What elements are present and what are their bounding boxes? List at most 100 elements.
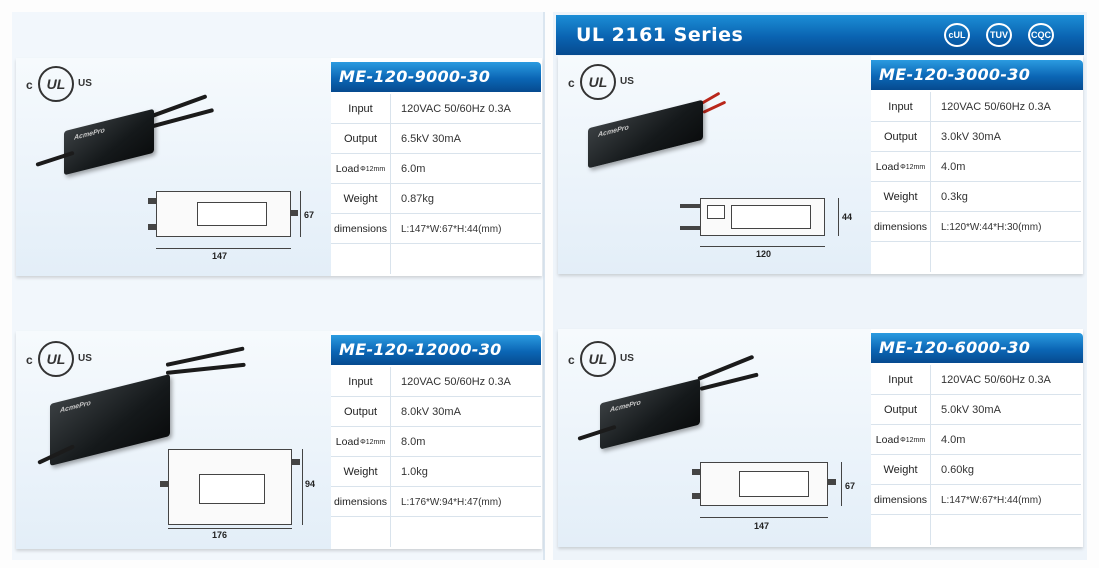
spec-value: 4.0m [941,161,966,173]
spec-row-output: Output 3.0kV 30mA [871,122,1081,152]
spec-row-input: Input 120VAC 50/60Hz 0.3A [331,367,541,397]
spec-key: Weight [871,182,931,212]
ul-circle-mark: UL [580,64,616,100]
spec-key: dimensions [871,212,931,242]
brand-label: AcmePro [598,124,629,139]
ul-us-mark: US [78,353,92,364]
spec-key: dimensions [331,214,391,244]
spec-key: Output [331,124,391,154]
spec-key: Weight [871,455,931,485]
ul-c-mark: c [568,353,575,367]
spec-key: Output [871,122,931,152]
ul-c-mark: c [568,76,575,90]
ul-circle-mark: UL [38,341,74,377]
spec-row-dimensions: dimensions L:147*W:67*H:44(mm) [871,485,1081,515]
brand-label: AcmePro [74,127,105,142]
model-header: ME-120-3000-30 [871,60,1083,90]
width-dimension-label: 67 [304,210,315,220]
product-image-area: c UL US AcmePro 176 94 [16,331,331,549]
spec-key: Input [331,94,391,124]
spec-value: 8.0kV 30mA [401,406,461,418]
product-image-area: c UL US AcmePro 147 67 [16,58,331,276]
tuv-cert-icon: TUV [986,23,1012,47]
model-title: ME-120-6000-30 [879,338,1031,357]
spec-key: Input [871,365,931,395]
ul-c-mark: c [26,353,33,367]
spec-key: dimensions [331,487,391,517]
spec-value: L:147*W:67*H:44(mm) [941,494,1042,506]
spec-value: 120VAC 50/60Hz 0.3A [401,103,511,115]
spec-value: 8.0m [401,436,426,448]
ul-us-mark: US [78,78,92,89]
spec-row-dimensions: dimensions L:176*W:94*H:47(mm) [331,487,541,517]
spec-row-input: Input 120VAC 50/60Hz 0.3A [871,365,1081,395]
product-image-area: c UL US AcmePro 120 44 [558,56,871,274]
ul-circle-mark: UL [38,66,74,102]
brand-label: AcmePro [610,399,641,414]
spec-key: Input [871,92,931,122]
spec-table: ME-120-9000-30 Input 120VAC 50/60Hz 0.3A… [331,58,541,276]
length-dimension-label: 147 [212,251,228,261]
spec-value: 1.0kg [401,466,428,478]
spec-key: dimensions [871,485,931,515]
spec-value: L:176*W:94*H:47(mm) [401,496,502,508]
length-dimension-label: 147 [754,521,770,531]
width-dimension-label: 67 [845,481,856,491]
spec-key: Weight [331,184,391,214]
spec-row-dimensions: dimensions L:120*W:44*H:30(mm) [871,212,1081,242]
spec-row-input: Input 120VAC 50/60Hz 0.3A [871,92,1081,122]
ul-circle-mark: UL [580,341,616,377]
transformer-photo: AcmePro [600,378,700,450]
transformer-photo: AcmePro [50,374,170,466]
spec-key: Output [331,397,391,427]
spec-value: 0.60kg [941,464,975,476]
spec-value: 4.0m [941,434,966,446]
model-header: ME-120-9000-30 [331,62,541,92]
spec-value: 6.0m [401,163,426,175]
product-card-4: c UL US AcmePro 147 67 ME-120-60 [558,329,1083,547]
spec-key: Weight [331,457,391,487]
spec-row-weight: Weight 1.0kg [331,457,541,487]
length-dimension-label: 176 [212,530,228,540]
ul-certification-logo: c UL US [568,341,638,379]
dimension-diagram [700,198,825,236]
model-title: ME-120-9000-30 [339,67,491,86]
spec-value: 120VAC 50/60Hz 0.3A [941,101,1051,113]
transformer-photo: AcmePro [588,99,703,169]
ul-us-mark: US [620,76,634,87]
spec-row-dimensions: dimensions L:147*W:67*H:44(mm) [331,214,541,244]
model-title: ME-120-3000-30 [879,65,1031,84]
model-header: ME-120-12000-30 [331,335,541,365]
product-card-1: c UL US AcmePro 147 67 ME-120-90 [16,58,542,276]
cqc-cert-icon: CQC [1028,23,1054,47]
brand-label: AcmePro [60,399,91,415]
spec-value: 0.87kg [401,193,435,205]
spec-row-weight: Weight 0.3kg [871,182,1081,212]
spec-key: Output [871,395,931,425]
dimension-diagram [700,462,828,506]
spec-row-weight: Weight 0.87kg [331,184,541,214]
spec-value: 0.3kg [941,191,968,203]
width-dimension-label: 44 [842,212,853,222]
spec-value: 3.0kV 30mA [941,131,1001,143]
cul-cert-icon: cUL [944,23,970,47]
spec-row-input: Input 120VAC 50/60Hz 0.3A [331,94,541,124]
spec-table: ME-120-12000-30 Input 120VAC 50/60Hz 0.3… [331,331,541,549]
product-card-2: c UL US AcmePro 120 44 ME-120-3000-30 [558,56,1083,274]
model-header: ME-120-6000-30 [871,333,1083,363]
width-dimension-label: 94 [305,479,316,489]
model-title: ME-120-12000-30 [339,340,502,359]
ul-certification-logo: c UL US [26,341,96,379]
dimension-diagram [156,191,291,237]
spec-key: Input [331,367,391,397]
spec-value: L:120*W:44*H:30(mm) [941,221,1042,233]
spec-row-weight: Weight 0.60kg [871,455,1081,485]
